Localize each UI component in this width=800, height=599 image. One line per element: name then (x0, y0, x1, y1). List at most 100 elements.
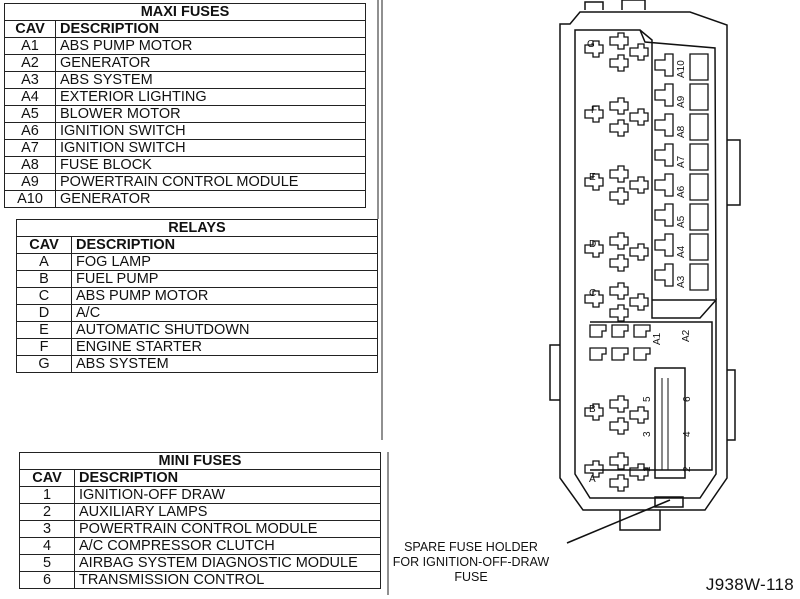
relay-terminal (609, 232, 629, 250)
maxi-cav-cell: A10 (4, 190, 56, 208)
mini-fuse-label: 5 (642, 396, 653, 402)
relay-terminal (584, 460, 604, 478)
figure-id: J938W-118 (705, 575, 794, 594)
relay-terminal (609, 32, 629, 50)
maxi-fuse-cavity (654, 83, 709, 111)
maxi-fuse-label: A3 (676, 275, 687, 288)
spare-fuse-holder-callout: SPARE FUSE HOLDER FOR IGNITION-OFF-DRAW … (383, 540, 559, 585)
maxi-fuse-label: A7 (676, 155, 687, 168)
maxi-description-cell: GENERATOR (55, 54, 366, 72)
relay-terminal (584, 240, 604, 258)
relay-label: F (591, 105, 597, 116)
relay-terminal (609, 417, 629, 435)
maxi-fuse-cavity (654, 263, 709, 291)
maxi-cav-cell: A5 (4, 105, 56, 123)
maxi-fuse-cavity (654, 173, 709, 201)
callout-line-2: FOR IGNITION-OFF-DRAW (392, 555, 550, 569)
maxi-cav-cell: A9 (4, 173, 56, 191)
relay-terminal (584, 105, 604, 123)
relay-terminal (609, 187, 629, 205)
maxi-description-cell: ABS PUMP MOTOR (55, 37, 366, 55)
fuse-cavity (611, 347, 629, 361)
callout-leader-line (566, 499, 671, 544)
relay-terminal (609, 97, 629, 115)
relay-terminal (609, 304, 629, 322)
relay-cavities (584, 32, 649, 492)
maxi-fuse-label: A9 (676, 95, 687, 108)
maxi-fuse-cavity (654, 53, 709, 81)
maxi-description-cell: IGNITION SWITCH (55, 122, 366, 140)
relay-terminal (629, 43, 649, 61)
relay-cavity (584, 165, 649, 205)
relay-label: B (589, 404, 596, 415)
relay-cavity (584, 395, 649, 435)
callout-line-1: SPARE FUSE HOLDER (404, 540, 538, 554)
mini-fuse-label: 6 (682, 396, 693, 402)
maxi-description-cell: IGNITION SWITCH (55, 139, 366, 157)
maxi-fuse-label: A8 (676, 125, 687, 138)
maxi-description-cell: GENERATOR (55, 190, 366, 208)
relay-terminal (629, 463, 649, 481)
relay-terminal (629, 293, 649, 311)
relay-terminal (609, 119, 629, 137)
relay-cavity (584, 452, 649, 492)
relay-terminal (629, 176, 649, 194)
relays-description-cell: ABS PUMP MOTOR (71, 287, 378, 305)
relays-description-cell: ABS SYSTEM (71, 355, 378, 373)
relay-cavity (584, 282, 649, 322)
maxi-fuse-label: A1 (652, 332, 663, 345)
relay-terminal (584, 290, 604, 308)
fuse-cavity (633, 347, 651, 361)
maxi-description-cell: POWERTRAIN CONTROL MODULE (55, 173, 366, 191)
relay-label: A (589, 474, 596, 485)
relay-label: E (589, 172, 596, 183)
maxi-fuse-cavities (589, 53, 709, 361)
relay-terminal (609, 452, 629, 470)
maxi-fuse-label: A4 (676, 245, 687, 258)
maxi-fuse-label: A6 (676, 185, 687, 198)
mini-fuse-label: 1 (642, 466, 653, 472)
relay-label: D (589, 239, 596, 250)
maxi-description-cell: FUSE BLOCK (55, 156, 366, 174)
relay-terminal (584, 173, 604, 191)
relay-terminal (584, 403, 604, 421)
fuse-cavity (589, 347, 607, 361)
fuse-cavity (589, 324, 607, 338)
relay-terminal (584, 40, 604, 58)
relays-description-cell: AUTOMATIC SHUTDOWN (71, 321, 378, 339)
maxi-fuse-cavity (654, 233, 709, 261)
relay-cavity (584, 97, 649, 137)
relay-terminal (629, 406, 649, 424)
relay-terminal (609, 165, 629, 183)
relay-terminal (629, 108, 649, 126)
fuse-cavity (633, 324, 651, 338)
callout-line-3: FUSE (454, 570, 488, 584)
relay-label: G (587, 39, 595, 50)
maxi-fuse-label: A5 (676, 215, 687, 228)
mini-fuse-label: 3 (642, 431, 653, 437)
mini-fuse-label: 4 (682, 431, 693, 437)
relay-cavity (584, 32, 649, 72)
